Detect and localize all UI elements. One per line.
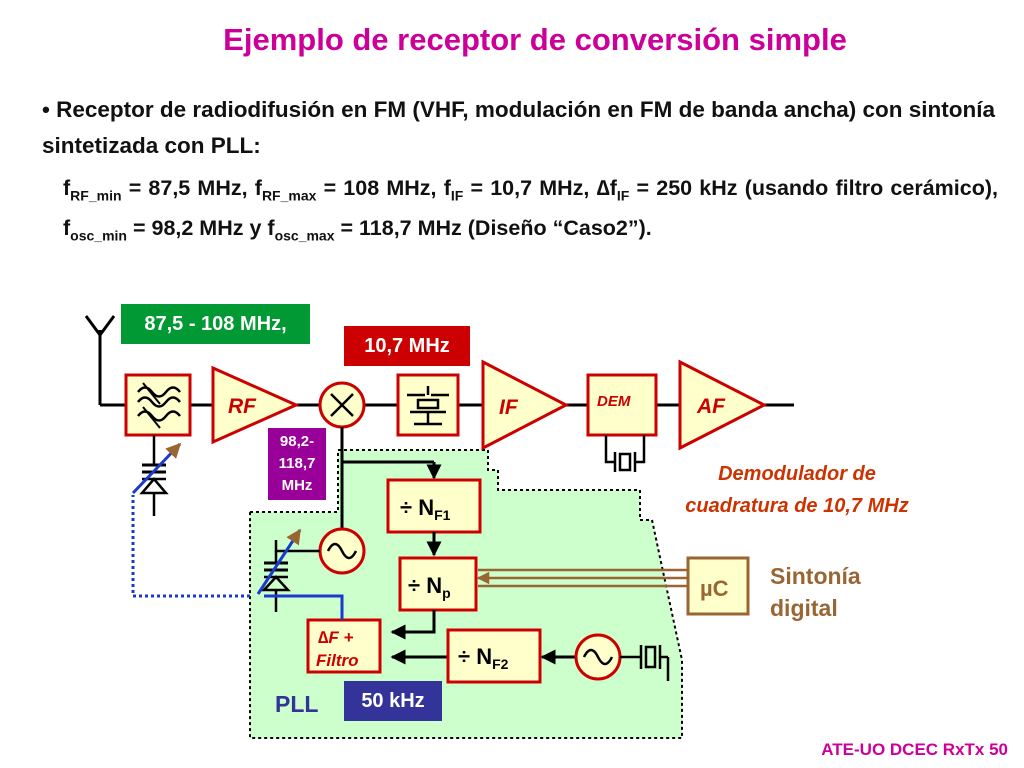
reference-frequency-label: 50 kHz (344, 681, 442, 721)
demodulator-caption-1: Demodulador de (718, 463, 876, 485)
mixer-icon (318, 381, 366, 429)
crystal-icon (620, 645, 670, 681)
dem-label: DEM (597, 393, 631, 410)
filter-label-2: Filtro (316, 651, 359, 670)
svg-text:÷ Np: ÷ Np (408, 573, 451, 601)
varactor-diode-icon (131, 435, 182, 516)
divider-np-block: ÷ Np (398, 556, 478, 612)
phase-detector-filter-block: ∆F + Filtro (306, 618, 382, 674)
if-amplifier: IF (481, 359, 570, 451)
filter-label-1: ∆F + (318, 628, 354, 647)
ceramic-filter-icon (396, 373, 460, 437)
pll-label: PLL (275, 691, 318, 717)
if-label: IF (499, 396, 519, 419)
tuning-caption-1: Sintonía (770, 563, 861, 589)
parameters-text: fRF_min = 87,5 MHz, fRF_max = 108 MHz, f… (63, 176, 998, 244)
uc-label: µC (700, 576, 729, 601)
divider-nf2-block: ÷ NF2 (446, 628, 542, 684)
antenna-icon (84, 315, 126, 407)
preselector-filter-icon (124, 373, 192, 437)
page-title: Ejemplo de receptor de conversión simple (223, 22, 847, 57)
demodulator-caption-2: cuadratura de 10,7 MHz (685, 495, 908, 517)
rf-amplifier: RF (211, 365, 300, 445)
bullet-text: • Receptor de radiodifusión en FM (VHF, … (42, 97, 995, 158)
tuning-caption-2: digital (770, 595, 838, 621)
reference-oscillator-icon (574, 633, 622, 681)
af-amplifier: AF (678, 359, 768, 451)
divider-nf1-block: ÷ NF1 (386, 478, 482, 534)
vco-varactor-icon (256, 528, 302, 612)
microcontroller-block: µC (686, 556, 750, 616)
rf-label: RF (228, 395, 257, 418)
rf-range-label: 87,5 - 108 MHz, (121, 304, 310, 344)
oscillator-range-label: 98,2- 118,7 MHz (268, 428, 326, 500)
svg-text:÷ NF1: ÷ NF1 (400, 495, 451, 523)
if-frequency-label: 10,7 MHz (344, 326, 470, 366)
svg-text:÷ NF2: ÷ NF2 (458, 644, 509, 672)
bullet-content: Receptor de radiodifusión en FM (VHF, mo… (42, 97, 995, 158)
demodulator-block: DEM (586, 373, 658, 472)
footer-text: ATE-UO DCEC RxTx 50 (821, 740, 1008, 759)
af-label: AF (696, 395, 726, 418)
vco-icon (318, 527, 366, 575)
